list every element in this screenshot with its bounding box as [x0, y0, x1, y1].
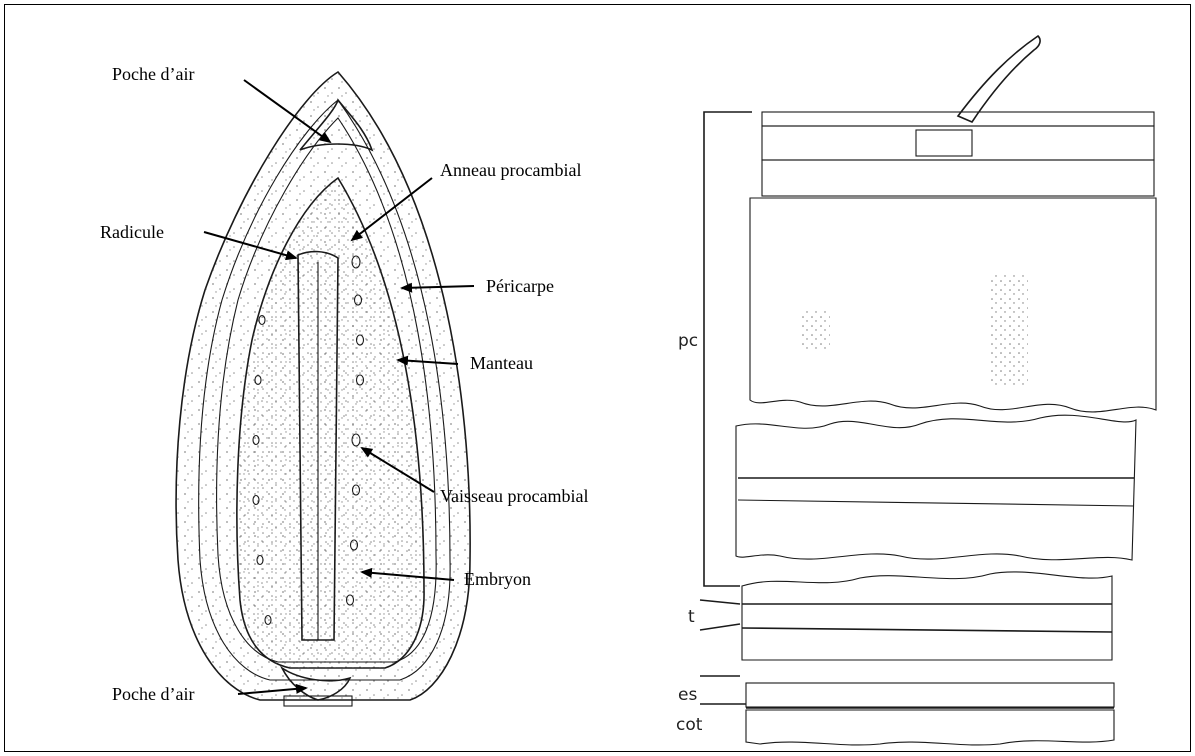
label-embryon: Embryon — [464, 569, 531, 589]
seed-section-illustration — [176, 72, 470, 706]
cotyledon-layer — [746, 710, 1114, 745]
label-vaisseau-procambial: Vaisseau procambial — [440, 486, 588, 506]
pericarp-parenchyma-upper — [750, 198, 1156, 412]
trichome — [958, 36, 1040, 122]
label-radicule: Radicule — [100, 222, 164, 242]
label-es: es — [678, 685, 697, 705]
label-t: t — [688, 607, 695, 627]
testa-layer — [742, 572, 1112, 660]
pericarp-parenchyma-lower — [736, 415, 1136, 560]
label-pc: pc — [678, 331, 698, 351]
tissue-section-illustration — [700, 36, 1156, 745]
pc-bracket — [704, 112, 752, 586]
label-cot: cot — [676, 715, 703, 735]
label-manteau: Manteau — [470, 353, 533, 373]
endosperm-layer — [746, 683, 1114, 707]
label-poche-air-bottom: Poche d’air — [112, 684, 194, 704]
label-poche-air-top: Poche d’air — [112, 64, 194, 84]
label-pericarpe: Péricarpe — [486, 276, 554, 296]
label-anneau-procambial: Anneau procambial — [440, 160, 581, 180]
